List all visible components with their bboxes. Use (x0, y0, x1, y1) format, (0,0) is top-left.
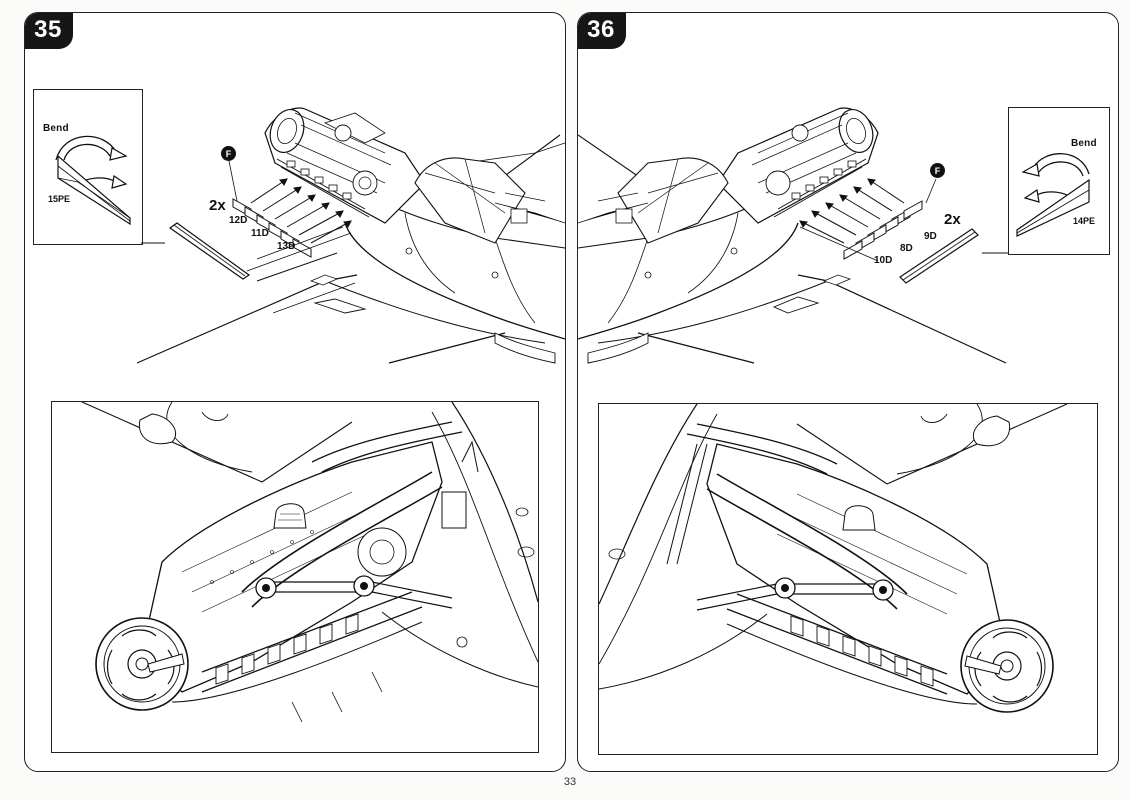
engine-detail-drawing (81, 402, 538, 723)
step-35-assembly-drawing (136, 107, 565, 364)
quantity-label: 2x (944, 211, 961, 228)
callout-f-icon: F (221, 146, 236, 161)
step-number-badge: 35 (25, 13, 73, 49)
step-36-panel: 36 Bend 14PE (577, 12, 1119, 772)
part-label: 9D (924, 231, 937, 242)
engine-detail-drawing (599, 404, 1068, 713)
inset-part-label: 14PE (1073, 216, 1096, 226)
bend-label: Bend (1071, 138, 1097, 149)
page-number: 33 (563, 776, 577, 788)
part-label: 13D (277, 241, 296, 252)
tweezers-icon (899, 228, 979, 284)
detail-view-frame (598, 403, 1098, 755)
tweezers-icon (168, 222, 251, 280)
step-35-panel: 35 Bend 15PE (24, 12, 566, 772)
callout-f-icon: F (930, 163, 945, 178)
bend-inset: Bend 14PE (1008, 107, 1110, 255)
part-label: 10D (874, 255, 893, 266)
detail-view-frame (51, 401, 539, 753)
bend-inset: Bend 15PE (33, 89, 143, 245)
curved-bend-arrow-icon (55, 135, 131, 226)
part-label: 8D (900, 243, 913, 254)
exhaust-parts (232, 198, 312, 258)
curved-bend-arrow-icon (1016, 153, 1090, 237)
part-label: 12D (229, 215, 248, 226)
inset-part-label: 15PE (48, 194, 71, 204)
quantity-label: 2x (209, 197, 226, 214)
step-36-assembly-drawing (578, 107, 1008, 364)
part-label: 11D (251, 228, 269, 239)
bend-label: Bend (43, 123, 69, 134)
step-number-badge: 36 (578, 13, 626, 49)
